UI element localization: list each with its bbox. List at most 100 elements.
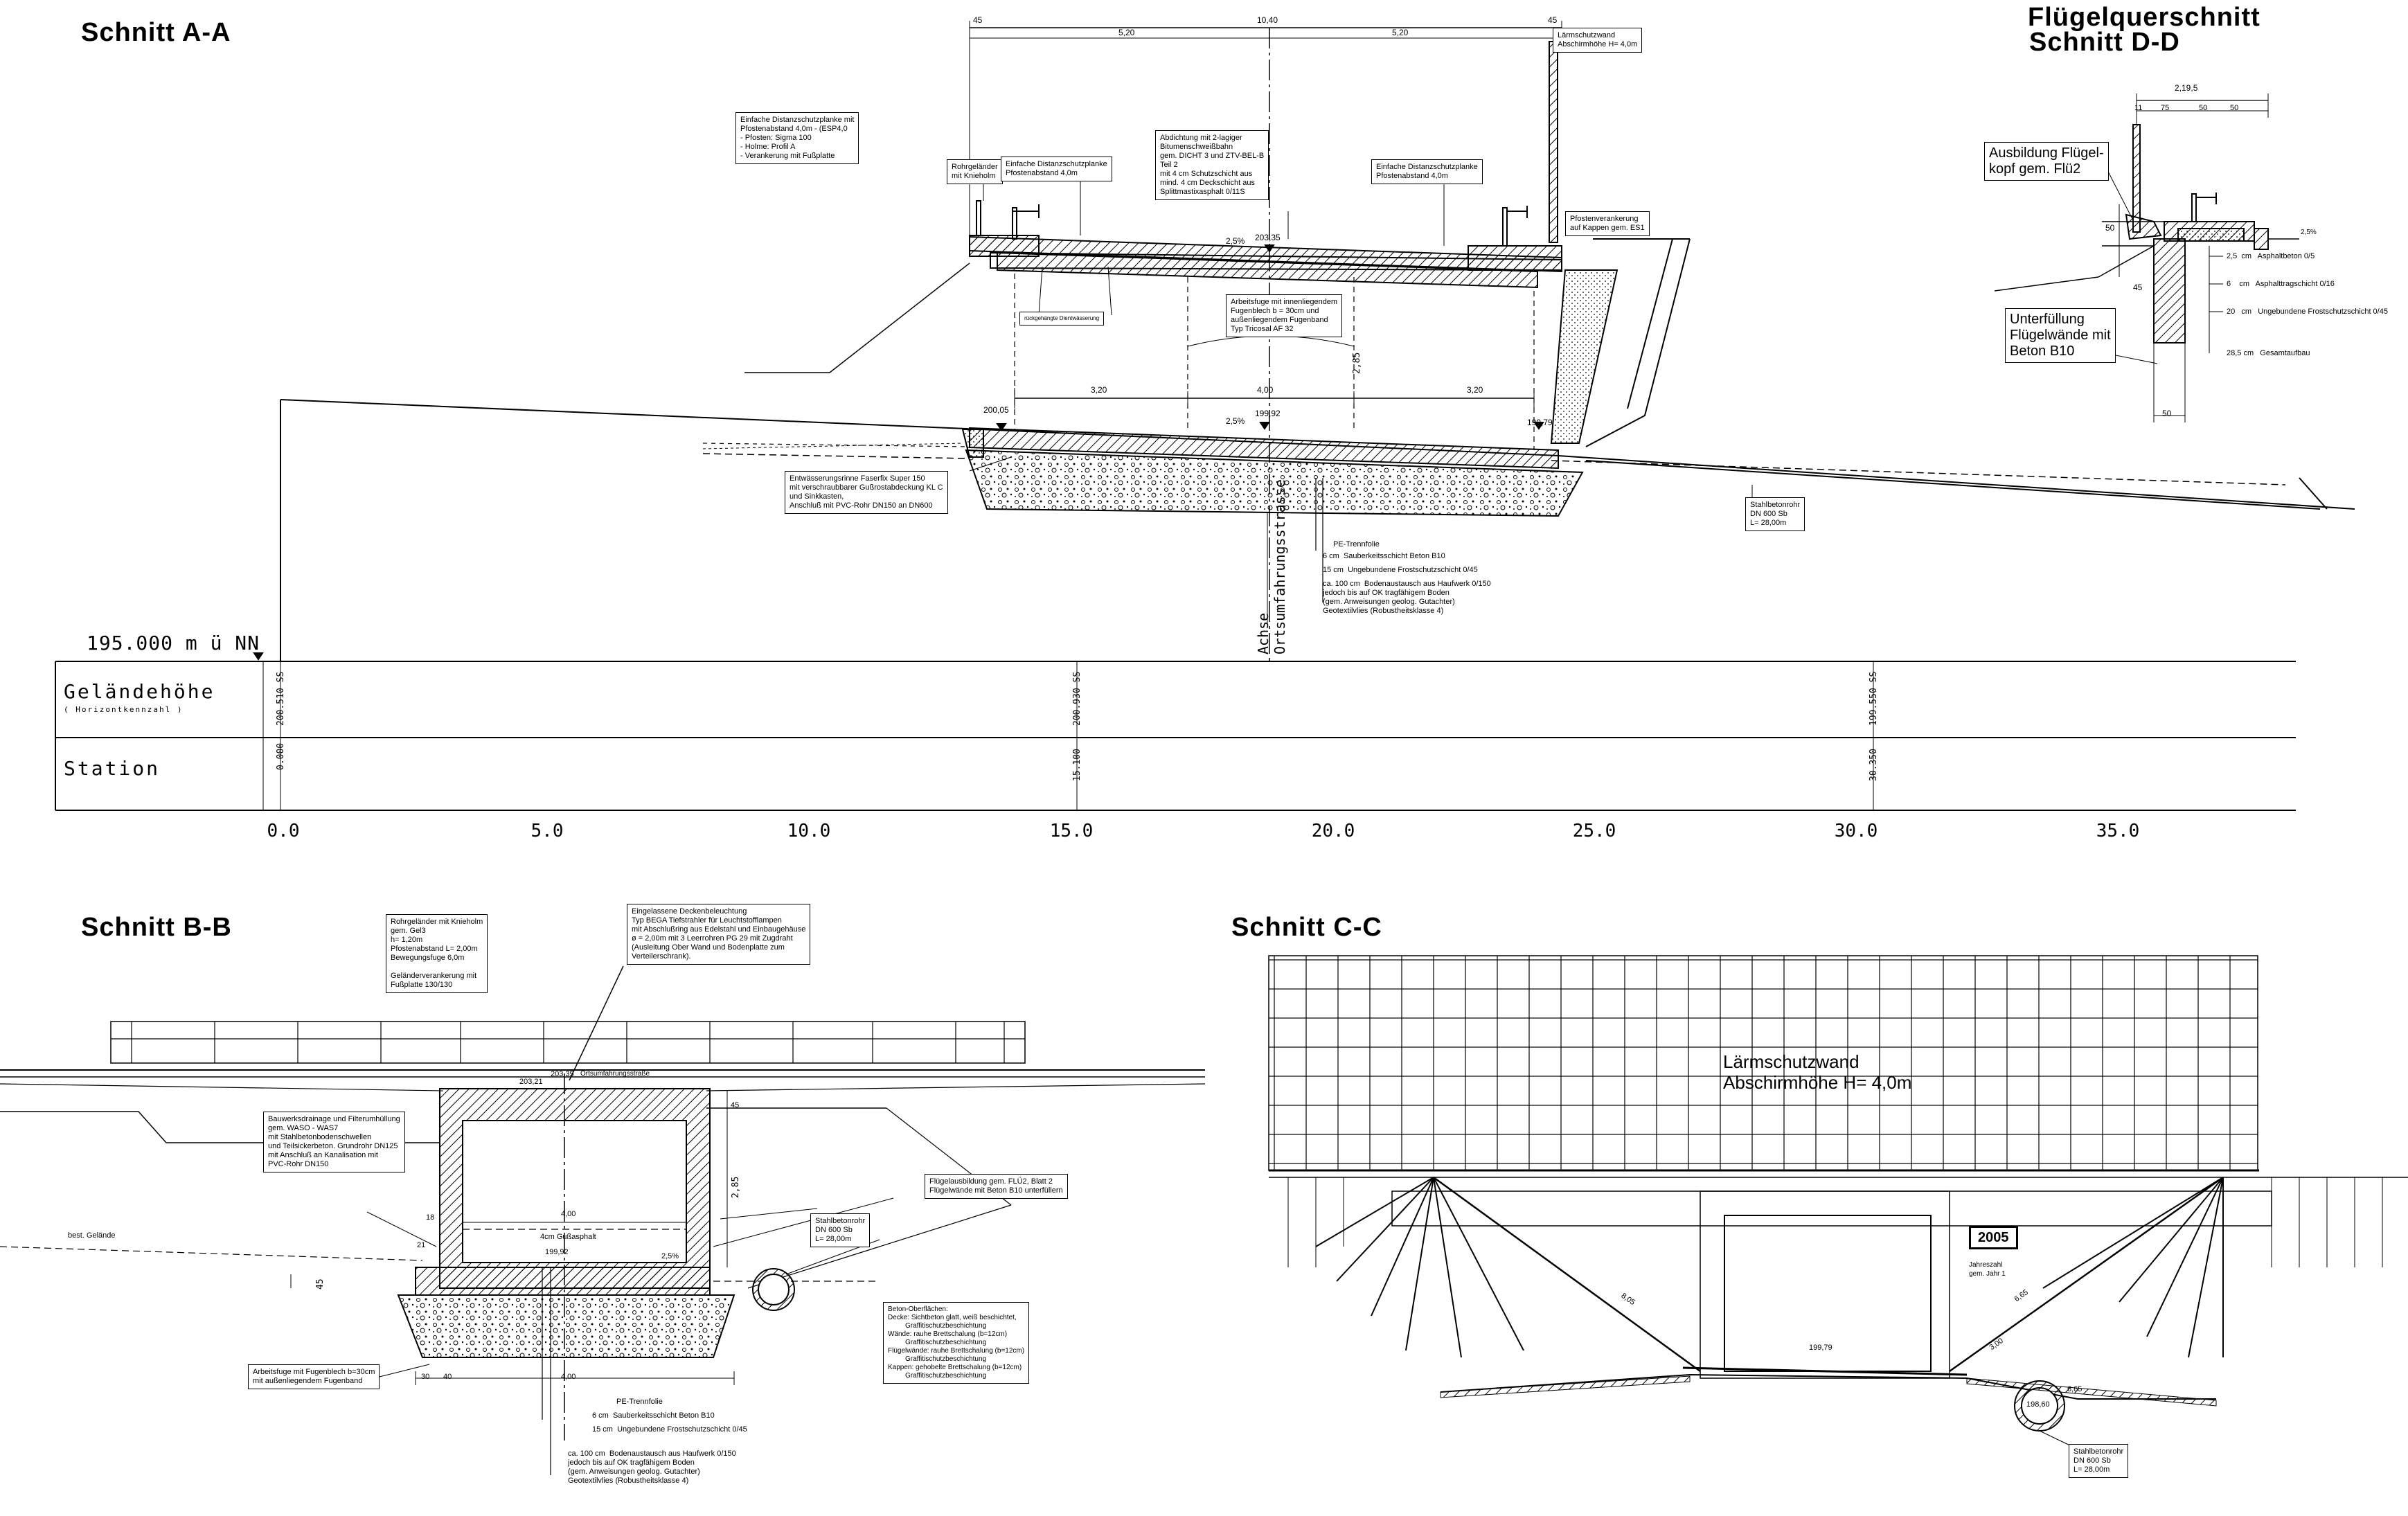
note-drain-mat: rückgehängte Dientwässerung <box>1019 312 1105 326</box>
dim-top-b: 5,20 <box>1392 28 1409 37</box>
bb-level-top: 203,35 <box>551 1070 574 1078</box>
dim-top-a: 5,20 <box>1118 28 1135 37</box>
level-right-aa: 199,79 <box>1527 418 1553 427</box>
axis-label-road: Ortsumfahrungsstrasse <box>1272 479 1288 654</box>
cc-year-badge: 2005 <box>1969 1226 2018 1249</box>
axis-tick-25: 25.0 <box>1572 821 1616 841</box>
slope-aa-2: 2,5% <box>1226 416 1245 426</box>
station-value-3: 30.350 <box>1869 749 1879 781</box>
dd-dim-d: 50 <box>2230 104 2239 112</box>
bb-dim-base: 4,00 <box>561 1373 576 1381</box>
axis-label-achse: Achse <box>1255 612 1272 654</box>
dim-mid-a: 3,20 <box>1091 385 1107 395</box>
note-joint: Arbeitsfuge mit innenliegendem Fugenblec… <box>1226 294 1343 337</box>
dim-mid-c: 3,20 <box>1467 385 1483 395</box>
height-dim-aa: 2,85 <box>1352 352 1362 374</box>
dd-layer-3: 20 cm Ungebundene Frostschutzschicht 0/4… <box>2227 307 2388 316</box>
station-value-1: 0.000 <box>276 742 286 770</box>
gravel-bed-bb <box>397 1294 735 1358</box>
bb-note-pipe: Stahlbetonrohr DN 600 Sb L= 28,00m <box>810 1213 871 1247</box>
bb-layer-4: ca. 100 cm Bodenaustausch aus Haufwerk 0… <box>568 1450 736 1485</box>
note-pipe-aa: Stahlbetonrohr DN 600 Sb L= 28,00m <box>1745 497 1805 531</box>
bb-dim-side-a: 30 <box>421 1373 430 1381</box>
dd-dim-a: 11 <box>2134 104 2143 112</box>
bb-slope: 2,5% <box>661 1252 679 1260</box>
bb-layer-3: 15 cm Ungebundene Frostschutzschicht 0/4… <box>592 1425 747 1434</box>
bb-note-joint: Arbeitsfuge mit Fugenblech b=30cm mit au… <box>248 1364 380 1389</box>
bb-note-drainage: Bauwerksdrainage und Filterumhüllung gem… <box>263 1112 405 1172</box>
bb-dim-foot-a: 21 <box>417 1241 426 1249</box>
level-left-aa: 200,05 <box>983 405 1009 415</box>
axis-tick-20: 20.0 <box>1311 821 1355 841</box>
bb-layer-1: PE-Trennfolie <box>616 1398 663 1406</box>
axis-tick-10: 10.0 <box>787 821 831 841</box>
bb-note-rail: Rohrgeländer mit Knieholm gem. Gel3 h= 1… <box>386 914 488 993</box>
dim-mid-b: 4,00 <box>1257 385 1274 395</box>
terrain-value-2: 200.930 SS <box>1072 671 1082 726</box>
section-cc-drawing <box>1268 955 2408 1448</box>
section-title-dd-line1: Flügelquerschnitt <box>2028 3 2260 32</box>
dim-top-right: 45 <box>1548 15 1558 25</box>
band-label-terrain: Geländehöhe <box>64 680 215 703</box>
layer-aa-1: PE-Trennfolie <box>1333 540 1380 549</box>
dd-layer-2: 6 cm Asphalttragschicht 0/16 <box>2227 280 2335 288</box>
dd-layer-1: 2,5 cm Asphaltbeton 0/5 <box>2227 252 2315 260</box>
bb-note-wing: Flügelausbildung gem. FLÜ2, Blatt 2 Flüg… <box>925 1174 1068 1199</box>
dd-dim-c: 50 <box>2199 104 2208 112</box>
level-top-aa: 203,35 <box>1255 233 1281 242</box>
band-label-station: Station <box>64 757 161 780</box>
dd-slope: 2,5% <box>2301 229 2317 236</box>
bb-layer-2: 6 cm Sauberkeitsschicht Beton B10 <box>592 1411 715 1420</box>
cc-pipe-level: 198,60 <box>2026 1400 2050 1409</box>
axis-tick-30: 30.0 <box>1834 821 1878 841</box>
bb-dim-foot-b: 18 <box>426 1213 435 1222</box>
dd-dim-total: 2,19,5 <box>2175 83 2198 93</box>
bb-inner-text: 4cm Gußasphalt <box>540 1233 596 1241</box>
dd-layer-4: 28,5 cm Gesamtaufbau <box>2227 349 2310 357</box>
note-noise-wall-aa: Lärmschutzwand Abschirmhöhe H= 4,0m <box>1553 28 1643 53</box>
section-title-bb: Schnitt B-B <box>81 913 232 942</box>
bb-note-surfaces: Beton-Oberflächen: Decke: Sichtbeton gla… <box>883 1302 1030 1384</box>
dd-note-fill: Unterfüllung Flügelwände mit Beton B10 <box>2005 308 2116 363</box>
bb-note-lighting: Eingelassene Deckenbeleuchtung Typ BEGA … <box>627 904 811 965</box>
layer-aa-3: 15 cm Ungebundene Frostschutzschicht 0/4… <box>1323 566 1478 574</box>
dd-side-dim-3: 50 <box>2162 409 2172 418</box>
dd-dim-b: 75 <box>2161 104 2170 112</box>
cc-slope-4: 6,65 <box>2067 1385 2083 1393</box>
cc-level: 199,79 <box>1809 1344 1832 1352</box>
cc-year-note: Jahreszahl gem. Jahr 1 <box>1969 1261 2006 1278</box>
dd-side-dim-2: 45 <box>2133 283 2143 292</box>
terrain-value-1: 200.510 SS <box>276 671 286 726</box>
note-drainage-aa: Entwässerungsrinne Faserfix Super 150 mi… <box>785 471 948 514</box>
bb-axis-label: Ortsumfahrungsstraße <box>580 1070 650 1078</box>
bb-dim-height: 2,85 <box>731 1176 741 1198</box>
bb-dim-side-b: 40 <box>443 1373 452 1381</box>
axis-tick-35: 35.0 <box>2096 821 2140 841</box>
dim-top-left: 45 <box>973 15 983 25</box>
noise-wall-grid <box>1268 955 2258 1171</box>
note-guard-simple-right: Einfache Distanzschutzplanke Pfostenabst… <box>1371 159 1483 184</box>
layer-aa-2: 6 cm Sauberkeitsschicht Beton B10 <box>1323 552 1445 560</box>
bb-level-inner: 199,92 <box>545 1248 569 1256</box>
layer-aa-4: ca. 100 cm Bodenaustausch aus Haufwerk 0… <box>1323 580 1491 615</box>
dim-top-total: 10,40 <box>1257 15 1278 25</box>
gravel-bed-aa <box>965 449 1584 517</box>
note-post-anchor: Pfostenverankerung auf Kappen gem. ES1 <box>1565 211 1650 236</box>
note-rail-aa: Rohrgeländer mit Knieholm <box>947 159 1003 184</box>
section-title-cc: Schnitt C-C <box>1231 913 1382 942</box>
station-value-2: 15.100 <box>1072 749 1082 781</box>
section-title-aa: Schnitt A-A <box>81 18 231 47</box>
section-dd-drawing <box>1994 93 2299 422</box>
section-title-dd-line2: Schnitt D-D <box>2029 28 2180 57</box>
reference-level-aa: 195.000 m ü NN <box>87 632 260 654</box>
dd-side-dim-1: 50 <box>2105 223 2115 233</box>
cc-wall-label: Lärmschutzwand Abschirmhöhe H= 4,0m <box>1723 1051 1912 1093</box>
bb-level-left: 203,21 <box>519 1078 543 1086</box>
bb-dim-wall-side: 45 <box>315 1278 325 1290</box>
level-mid-aa: 199,92 <box>1255 409 1281 418</box>
box-culvert-opening <box>462 1120 687 1263</box>
axis-tick-15: 15.0 <box>1049 821 1094 841</box>
bb-dim-width: 4,00 <box>561 1210 576 1218</box>
bb-ground-label: best. Gelände <box>68 1231 116 1240</box>
